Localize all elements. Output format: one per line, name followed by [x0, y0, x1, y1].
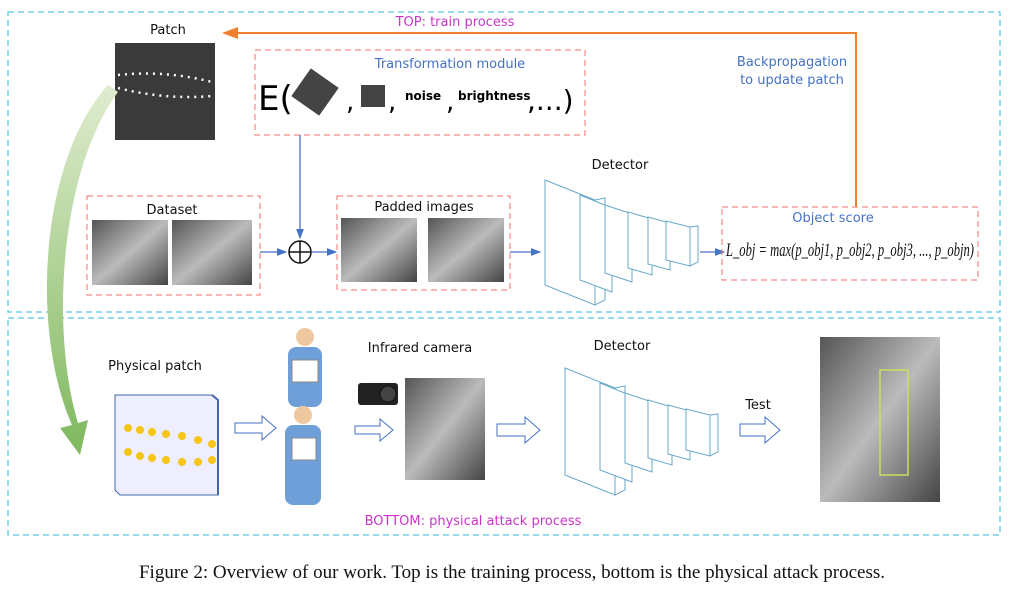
detector-network-icon — [544, 179, 699, 306]
dataset-label: Dataset — [147, 203, 198, 218]
transformation-suffix: ,...) — [527, 84, 574, 117]
dataset-box — [86, 195, 261, 296]
scaled-patch-icon — [361, 85, 385, 107]
top-section-title: TOP: train process — [395, 15, 515, 30]
person-with-patch-icon — [285, 328, 322, 505]
backprop-text-2: to update patch — [740, 73, 844, 88]
padded-image-2 — [428, 218, 504, 282]
physical-patch-label: Physical patch — [108, 359, 202, 374]
patch-image — [115, 43, 215, 140]
padded-images-label: Padded images — [374, 200, 474, 215]
figure-caption: Figure 2: Overview of our work. Top is t… — [139, 562, 885, 583]
patch-label: Patch — [150, 23, 186, 38]
transformation-module-box — [254, 49, 586, 136]
bottom-section-title: BOTTOM: physical attack process — [365, 514, 582, 529]
hollow-arrow — [739, 415, 781, 445]
hollow-arrow — [354, 417, 394, 443]
infrared-camera-label: Infrared camera — [368, 341, 473, 356]
object-score-title: Object score — [792, 211, 873, 226]
rotated-patch-icon — [291, 68, 339, 116]
top-section-frame — [7, 11, 1001, 313]
dataset-image-1 — [92, 220, 168, 285]
backprop-text-1: Backpropagation — [737, 55, 847, 70]
transformation-title: Transformation module — [374, 57, 525, 72]
test-label: Test — [744, 398, 771, 413]
object-score-formula: L_obj = max(p_obj1, p_obj2, p_obj3, ...,… — [725, 240, 974, 261]
physical-patch-board — [114, 394, 219, 496]
hollow-arrow — [496, 415, 541, 445]
noise-text: noise — [405, 89, 441, 103]
padded-images-box — [336, 195, 511, 291]
transformation-prefix: E( — [258, 79, 293, 119]
bottom-section-frame — [7, 317, 1001, 536]
infrared-camera-image — [405, 378, 485, 480]
add-operator-icon — [288, 240, 312, 264]
backprop-arrow — [222, 27, 857, 207]
separator: , — [446, 87, 454, 117]
camera-icon — [358, 383, 398, 405]
detector-label-bottom: Detector — [594, 339, 651, 354]
test-result-image — [820, 337, 940, 502]
patch-to-physical-arrow — [46, 85, 118, 455]
separator: , — [346, 87, 354, 117]
brightness-text: brightness — [458, 89, 530, 103]
dataset-image-2 — [172, 220, 252, 285]
detector-label: Detector — [592, 158, 649, 173]
detector-network-icon — [564, 367, 719, 496]
object-score-box — [721, 206, 979, 281]
separator: , — [388, 87, 396, 117]
padded-image-1 — [341, 218, 417, 282]
hollow-arrow — [234, 414, 277, 442]
